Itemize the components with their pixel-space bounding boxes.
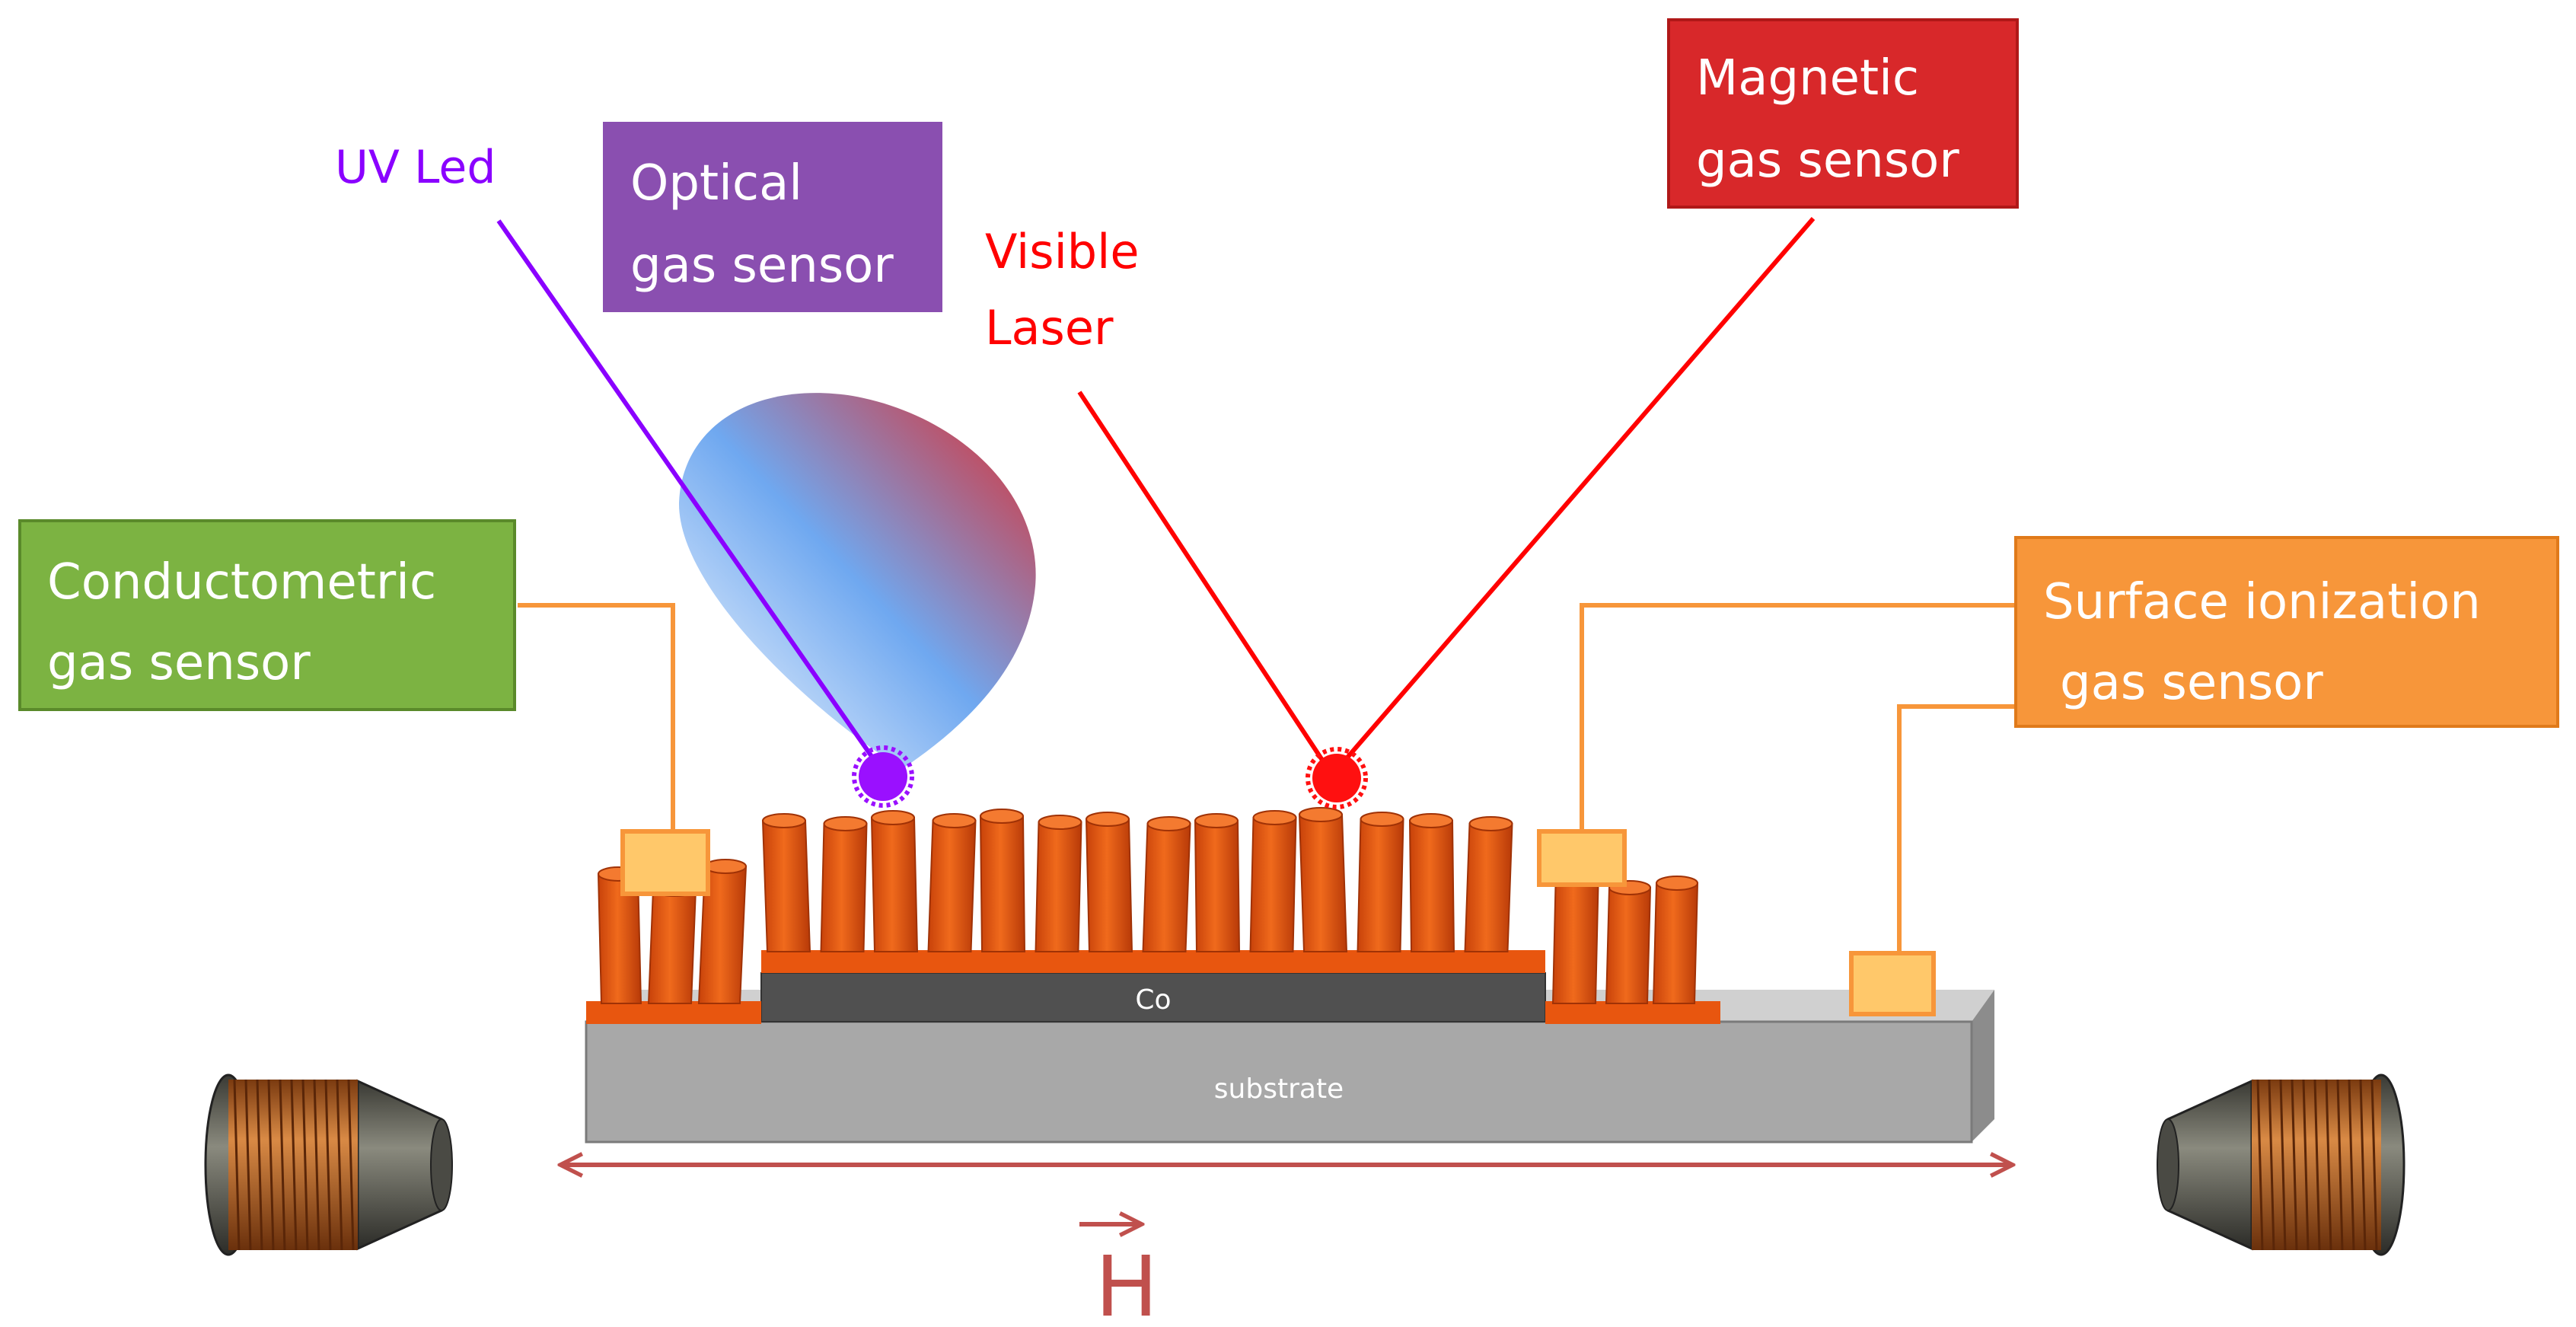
optical-sensor-box: Optical gas sensor [603,122,942,312]
contact-pad-right-top [1537,829,1627,887]
nanorod-right-1 [1605,880,1652,1004]
laser-spot [1306,747,1368,809]
nanorod-center-0 [761,813,811,952]
nanorod-center-3 [927,813,977,952]
nanorod-left-2 [697,859,748,1004]
surface-ionization-sensor-box: Surface ionization gas sensor [2014,536,2559,728]
nanorod-center-7 [1142,816,1191,952]
nanorod-array [597,807,1699,1004]
uv-beam [496,219,885,774]
field-symbol-label: H [1095,1238,1159,1327]
surface-label-line2: gas sensor [2060,655,2323,711]
conductometric-label-line1: Conductometric [47,554,436,611]
surface-label-line1: Surface ionization [2043,574,2481,630]
nanorod-center-9 [1249,810,1297,952]
electromagnet-coil-left [204,1073,453,1256]
conductometric-label-line2: gas sensor [47,635,311,691]
right-pillar-base [1545,1001,1720,1024]
optical-emission-plume [678,393,1036,769]
co-layer [760,972,1546,1022]
magnetic-label-line2: gas sensor [1696,132,1959,189]
field-vector-symbol: H [1079,1224,1158,1327]
nanorod-center-4 [979,809,1026,952]
nanorod-center-2 [870,810,919,952]
nanorod-center-5 [1035,815,1082,952]
optical-label-line1: Optical [630,155,802,212]
nanorod-center-13 [1464,816,1513,952]
nanorod-center-11 [1357,812,1404,952]
visible-laser-label-line2: Laser [985,300,1114,356]
nanorod-center-12 [1408,813,1455,952]
nanorod-center-1 [820,816,868,952]
optical-label-line2: gas sensor [630,238,894,294]
nanorod-center-10 [1298,807,1348,952]
center-pillar-base [761,950,1545,973]
nanorod-right-2 [1652,876,1699,1004]
conductometric-wire [518,603,675,831]
electromagnet-coil-right [2157,1073,2405,1256]
co-layer-label: Co [1135,984,1171,1016]
surface-ionization-wires [1580,603,2016,953]
nanorod-center-8 [1194,813,1241,952]
uv-led-label: UV Led [335,141,496,194]
laser-incident-beam [1077,391,1334,777]
conductometric-sensor-box: Conductometric gas sensor [18,519,516,711]
magnetic-label-line1: Magnetic [1696,50,1919,107]
substrate-label: substrate [1214,1073,1344,1105]
visible-laser-label-line1: Visible [985,224,1140,279]
contact-pad-left [620,829,710,896]
left-pillar-base [586,1001,761,1024]
contact-pad-right-substrate [1849,951,1936,1016]
magnetic-sensor-box: Magnetic gas sensor [1667,18,2019,209]
laser-reflected-beam [1330,217,1816,777]
nanorod-center-6 [1085,812,1133,952]
nanorod-left-1 [647,882,697,1004]
uv-spot [852,745,914,808]
